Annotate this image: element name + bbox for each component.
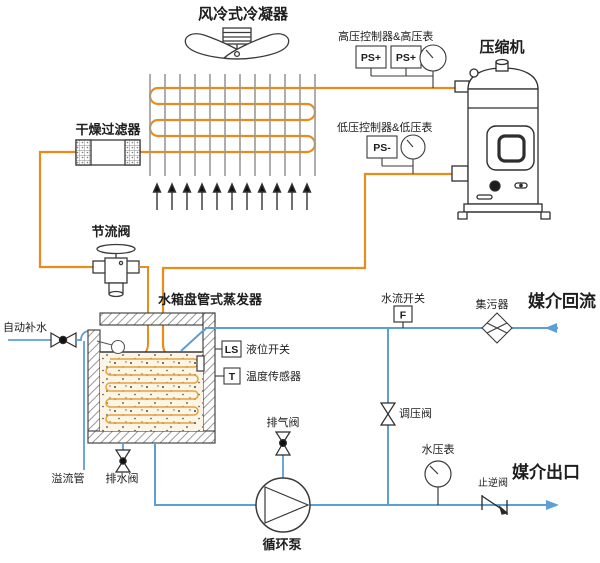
filter-dryer bbox=[75, 139, 141, 166]
flow-switch-label: 水流开关 bbox=[381, 291, 425, 305]
return-flow-arrow bbox=[545, 323, 557, 333]
throttle-valve-label: 节流阀 bbox=[91, 224, 130, 239]
condenser-fan bbox=[184, 27, 290, 60]
compressor bbox=[451, 58, 551, 220]
hp-switch-1 bbox=[355, 45, 387, 69]
hp-switch-1-text: PS+ bbox=[361, 52, 381, 64]
throttle-valve bbox=[92, 243, 140, 298]
hp-instruments bbox=[355, 44, 447, 88]
overflow-pipe-label: 溢流管 bbox=[52, 471, 85, 485]
regulating-valve-label: 调压阀 bbox=[399, 406, 432, 420]
drain-valve bbox=[114, 443, 132, 473]
condenser-coil-pipe bbox=[140, 86, 455, 154]
lp-instruments bbox=[366, 134, 426, 174]
flow-switch-tag-text: F bbox=[400, 310, 407, 322]
auto-fill-valve bbox=[50, 331, 77, 349]
filter-dryer-label: 干燥过滤器 bbox=[75, 122, 141, 137]
check-valve-label: 止逆阀 bbox=[478, 476, 508, 489]
regulating-valve bbox=[379, 402, 397, 426]
circulation-pump bbox=[255, 477, 311, 533]
airflow-arrows bbox=[152, 182, 312, 210]
level-switch-tag-text: LS bbox=[225, 344, 238, 356]
lp-controller-label: 低压控制器&低压表 bbox=[337, 120, 432, 134]
strainer bbox=[481, 312, 513, 344]
water-gauge-label: 水压表 bbox=[422, 442, 455, 456]
evaporator-label: 水箱盘管式蒸发器 bbox=[158, 292, 263, 307]
auto-fill-label: 自动补水 bbox=[3, 321, 47, 334]
strainer-label: 集污器 bbox=[476, 297, 509, 311]
lp-switch-text: PS- bbox=[373, 142, 391, 154]
fan-blade-right bbox=[222, 33, 290, 60]
temp-sensor-tag-text: T bbox=[229, 371, 236, 383]
liquid-line bbox=[38, 150, 93, 269]
temp-sensor-label: 温度传感器 bbox=[246, 369, 301, 383]
condenser-label: 风冷式冷凝器 bbox=[198, 5, 289, 23]
hp-switch-2-text: PS+ bbox=[396, 52, 416, 64]
drain-valve-label: 排水阀 bbox=[106, 471, 139, 485]
vent-valve-label: 排气阀 bbox=[267, 415, 300, 429]
vent-valve bbox=[274, 431, 292, 456]
tank-coil bbox=[105, 358, 199, 424]
outlet-flow-arrow bbox=[546, 500, 559, 510]
level-probe bbox=[196, 355, 205, 372]
medium-return-label: 媒介回流 bbox=[528, 291, 596, 311]
pump-line bbox=[154, 443, 546, 506]
level-switch-label: 液位开关 bbox=[246, 342, 290, 356]
condenser-fins bbox=[149, 74, 316, 176]
hp-controller-label: 高压控制器&高压表 bbox=[338, 29, 433, 43]
evaporator-feed-pipe bbox=[139, 266, 149, 357]
float-valve bbox=[96, 339, 126, 355]
check-valve bbox=[481, 495, 509, 515]
level-switch-tag bbox=[221, 340, 242, 358]
temp-sensor-tag bbox=[223, 367, 241, 385]
medium-outlet-label: 媒介出口 bbox=[512, 462, 580, 482]
compressor-label: 压缩机 bbox=[479, 38, 524, 56]
lp-switch bbox=[366, 135, 398, 159]
water-pressure-gauge bbox=[424, 460, 452, 505]
pump-label: 循环泵 bbox=[262, 537, 301, 552]
flow-switch bbox=[393, 305, 413, 328]
